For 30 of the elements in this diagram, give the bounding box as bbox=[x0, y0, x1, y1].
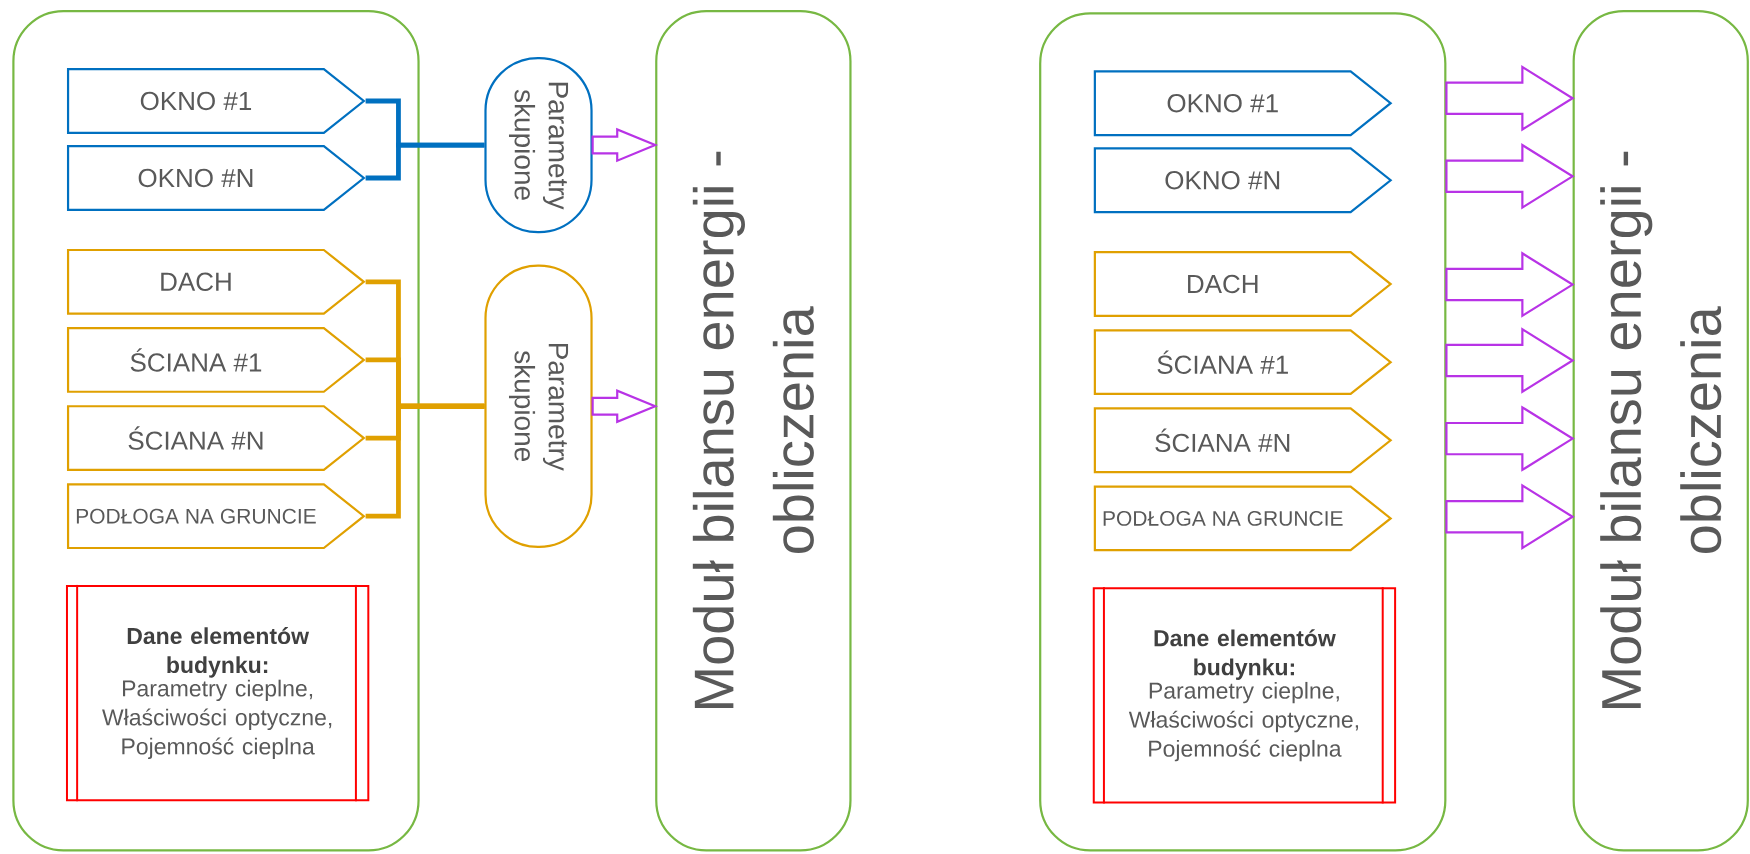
module-box: Moduł bilansu energii - obliczenia bbox=[655, 10, 852, 852]
block-arrow bbox=[591, 127, 659, 163]
element-tag: OKNO #1 bbox=[66, 68, 366, 134]
element-tag: PODŁOGA NA GRUNCIE bbox=[1093, 485, 1393, 552]
block-arrow bbox=[1445, 143, 1575, 210]
data-box: Dane elementów budynku: Parametry cieplne, Właściwości optyczne, Pojemność cieplna bbox=[65, 584, 370, 803]
connector-line bbox=[365, 142, 485, 181]
block-arrow bbox=[1445, 65, 1575, 132]
element-tag: OKNO #1 bbox=[1093, 70, 1393, 137]
element-tag: ŚCIANA #1 bbox=[1093, 329, 1393, 396]
container-box bbox=[12, 10, 420, 852]
block-arrow bbox=[1445, 405, 1575, 472]
element-tag: OKNO #N bbox=[1093, 147, 1393, 214]
block-arrow bbox=[1445, 251, 1575, 318]
data-box: Dane elementów budynku: Parametry cieplne, Właściwości optyczne, Pojemność cieplna bbox=[1092, 586, 1397, 805]
module-box: Moduł bilansu energii - obliczenia bbox=[1572, 10, 1749, 852]
element-tag: OKNO #N bbox=[66, 145, 366, 212]
rounded-box: Parametry skupione bbox=[484, 264, 593, 549]
connector-line bbox=[365, 403, 485, 519]
element-tag: PODŁOGA NA GRUNCIE bbox=[66, 483, 366, 550]
element-tag: ŚCIANA #N bbox=[1093, 407, 1393, 474]
block-arrow bbox=[1445, 483, 1575, 551]
element-tag: ŚCIANA #1 bbox=[66, 327, 366, 393]
rounded-box: Parametry skupione bbox=[484, 57, 593, 234]
block-arrow bbox=[1445, 327, 1575, 394]
block-arrow bbox=[591, 389, 659, 424]
element-tag: DACH bbox=[66, 249, 366, 315]
element-tag: ŚCIANA #N bbox=[66, 405, 366, 472]
element-tag: DACH bbox=[1093, 251, 1393, 318]
container-box bbox=[1039, 12, 1447, 852]
